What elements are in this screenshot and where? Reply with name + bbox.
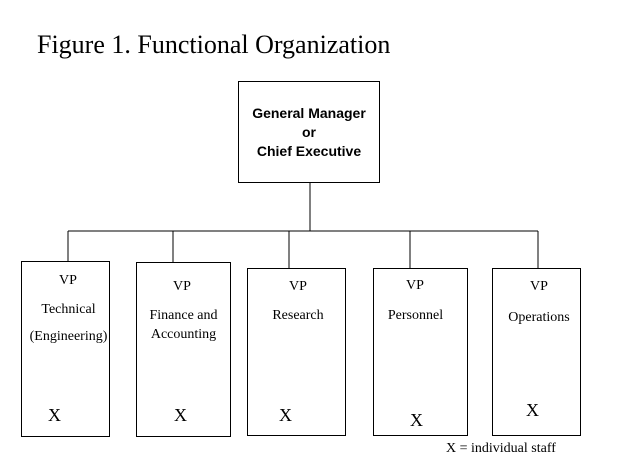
legend-staff: X = individual staff <box>446 441 556 456</box>
gm-line-3: Chief Executive <box>256 143 362 159</box>
vp-label-research: VP <box>289 279 307 294</box>
general-manager-box: General Manager or Chief Executive <box>238 81 380 183</box>
dept-operations-line-1: Operations <box>508 310 570 325</box>
dept-name-operations: Operations <box>492 308 586 327</box>
gm-line-2: or <box>302 124 316 140</box>
staff-marker-operations: X <box>526 400 539 420</box>
dept-technical-line-1: Technical <box>41 302 96 317</box>
gm-line-1: General Manager <box>252 105 366 121</box>
staff-marker-finance: X <box>174 405 187 425</box>
dept-personnel-line-1: Personnel <box>387 308 444 323</box>
figure-title: Figure 1. Functional Organization <box>37 30 391 59</box>
vp-label-finance: VP <box>173 279 191 294</box>
dept-box-operations <box>492 268 581 436</box>
dept-name-technical: Technical (Engineering) <box>21 300 116 346</box>
dept-technical-line-2: (Engineering) <box>29 329 108 344</box>
staff-marker-personnel: X <box>410 410 423 430</box>
dept-box-finance <box>136 262 231 437</box>
dept-name-finance: Finance and Accounting <box>136 306 231 344</box>
dept-box-research <box>247 268 346 436</box>
dept-box-technical <box>21 261 110 437</box>
staff-marker-research: X <box>279 405 292 425</box>
vp-label-technical: VP <box>59 273 77 288</box>
staff-marker-technical: X <box>48 405 61 425</box>
dept-finance-line-2: Accounting <box>150 327 217 342</box>
dept-research-line-1: Research <box>272 308 324 323</box>
vp-label-personnel: VP <box>406 278 424 293</box>
vp-label-operations: VP <box>530 279 548 294</box>
dept-box-personnel <box>373 268 468 436</box>
dept-name-personnel: Personnel <box>373 306 458 325</box>
dept-finance-line-1: Finance and <box>149 308 218 323</box>
dept-name-research: Research <box>247 306 349 325</box>
